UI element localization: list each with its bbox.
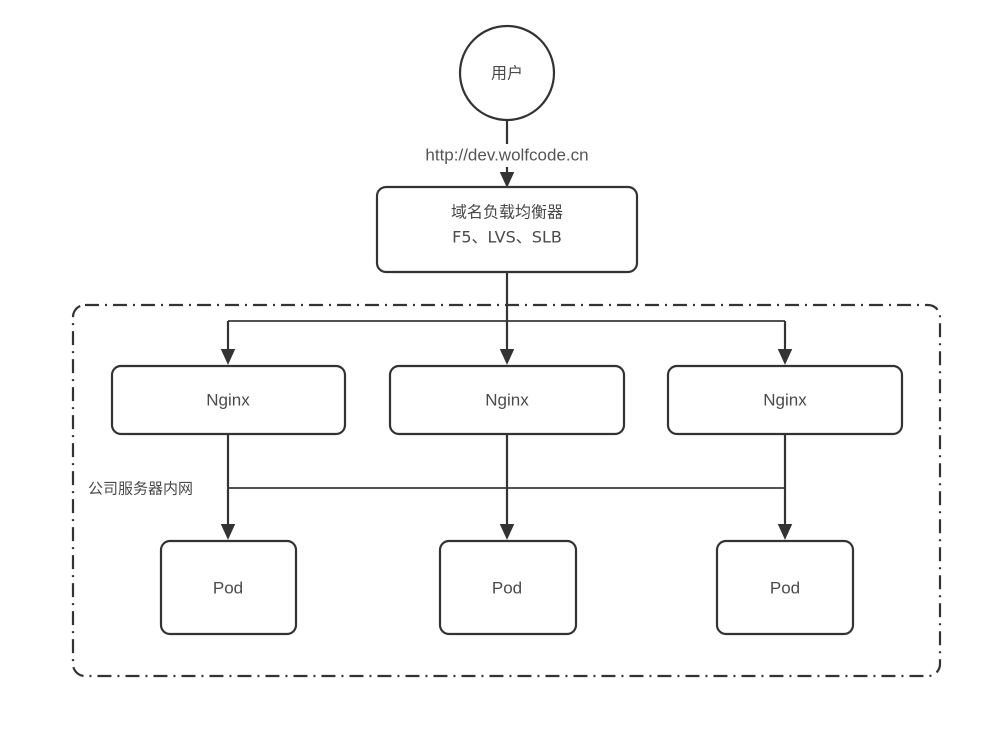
node-load-balancer[interactable] bbox=[375, 185, 639, 274]
node-user-label: 用户 bbox=[491, 64, 523, 83]
intranet-label-backdrop bbox=[83, 476, 213, 500]
node-pod-3[interactable] bbox=[715, 539, 855, 636]
edge-user-to-loadbalancer-label: http://dev.wolfcode.cn bbox=[425, 145, 588, 164]
node-nginx-1[interactable] bbox=[110, 364, 347, 436]
node-pod-1[interactable] bbox=[159, 539, 298, 636]
node-nginx-3[interactable] bbox=[666, 364, 904, 436]
node-nginx-3-label: Nginx bbox=[763, 390, 807, 409]
node-nginx-2[interactable] bbox=[388, 364, 626, 436]
node-load-balancer-label-line2: F5、LVS、SLB bbox=[452, 228, 562, 247]
node-user[interactable] bbox=[458, 24, 556, 122]
node-nginx-2-label: Nginx bbox=[485, 390, 529, 409]
node-pod-3-label: Pod bbox=[770, 578, 800, 597]
node-pod-1-label: Pod bbox=[213, 578, 243, 597]
node-nginx-1-label: Nginx bbox=[206, 390, 250, 409]
node-load-balancer-label-line1: 域名负载均衡器 bbox=[451, 203, 563, 222]
node-pod-2[interactable] bbox=[438, 539, 578, 636]
edge-label-backdrop bbox=[400, 144, 615, 167]
company-intranet-label: 公司服务器内网 bbox=[88, 480, 193, 498]
node-pod-2-label: Pod bbox=[492, 578, 522, 597]
